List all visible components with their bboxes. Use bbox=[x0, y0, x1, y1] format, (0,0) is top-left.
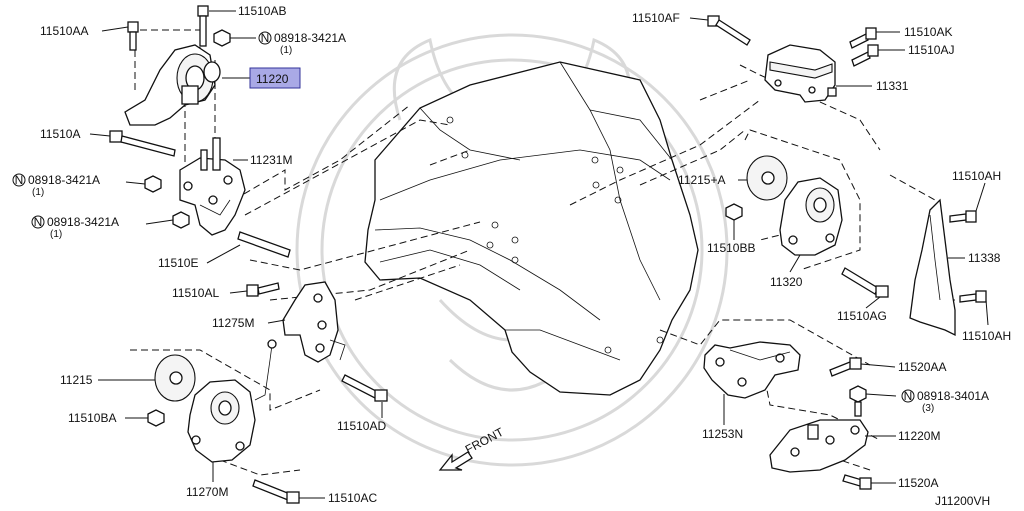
mount-11320 bbox=[779, 177, 843, 256]
label-11215a: 11215+A bbox=[678, 173, 726, 187]
bracket-11231m bbox=[179, 137, 246, 236]
insulator-11215a bbox=[746, 155, 788, 201]
bolt-11510ah-top bbox=[949, 210, 977, 223]
bolt-11510ad bbox=[341, 374, 388, 402]
engine-block bbox=[364, 61, 699, 396]
bracket-11220m bbox=[769, 419, 869, 473]
label-08918-3401a: 08918-3401A bbox=[917, 389, 989, 403]
n-badge: N bbox=[15, 173, 24, 187]
nut-11510ba bbox=[147, 409, 165, 427]
label-11331: 11331 bbox=[876, 79, 909, 93]
bracket-11275m bbox=[282, 281, 346, 363]
diagram-id: J11200VH bbox=[935, 494, 990, 508]
label-11520a: 11520A bbox=[898, 476, 938, 490]
bolt-11510aa bbox=[127, 21, 139, 51]
bolt-11520aa bbox=[829, 357, 862, 377]
bolt-11510aj bbox=[851, 44, 879, 67]
bolt-11520a bbox=[842, 474, 872, 490]
bolt-11510al bbox=[246, 282, 280, 297]
bracket-11253n bbox=[703, 341, 801, 399]
label-08918-3421a-top: 08918-3421A bbox=[274, 31, 346, 45]
nut-08918-mid bbox=[144, 175, 162, 193]
nut-08918-3401a bbox=[849, 385, 867, 417]
nut-08918-low bbox=[172, 211, 190, 229]
qty-08918-3401a: (3) bbox=[922, 403, 934, 414]
label-11510ab: 11510AB bbox=[238, 4, 287, 18]
label-11270m: 11270M bbox=[186, 485, 228, 499]
cover-11338 bbox=[909, 198, 956, 337]
label-11510ad: 11510AD bbox=[337, 419, 386, 433]
engine-mount-11220 bbox=[124, 44, 221, 126]
part-labels: 11510AA 11510AB 08918-3421A (1) 11220 11… bbox=[28, 4, 1011, 508]
label-11510e: 11510E bbox=[158, 256, 198, 270]
bolt-11510af bbox=[707, 15, 751, 46]
bolt-11510ac bbox=[252, 479, 300, 504]
n-badge: N bbox=[34, 215, 43, 229]
qty-08918-3421a-top: (1) bbox=[280, 45, 292, 56]
bolt-11510a bbox=[109, 130, 176, 157]
label-11510a: 11510A bbox=[40, 127, 80, 141]
label-11320: 11320 bbox=[770, 275, 803, 289]
label-11220m: 11220M bbox=[898, 429, 940, 443]
n-badge: N bbox=[261, 31, 270, 45]
n-badge: N bbox=[904, 389, 913, 403]
bolt-11510ah-bot bbox=[959, 290, 987, 303]
label-11510ac: 11510AC bbox=[328, 491, 377, 505]
label-11510aj: 11510AJ bbox=[908, 43, 954, 57]
bracket-11331 bbox=[764, 44, 837, 103]
front-arrow bbox=[438, 451, 473, 471]
n-badges: N N N N bbox=[12, 31, 915, 403]
highlight-box-11220 bbox=[249, 67, 301, 89]
label-11275m: 11275M bbox=[212, 316, 254, 330]
label-11510af: 11510AF bbox=[632, 11, 680, 25]
label-11215: 11215 bbox=[60, 373, 93, 387]
label-11510ah-top: 11510AH bbox=[952, 169, 1001, 183]
nut-08918-top bbox=[213, 29, 231, 47]
label-11510ak: 11510AK bbox=[904, 25, 953, 39]
leader-lines bbox=[89, 10, 989, 499]
label-11510al: 11510AL bbox=[172, 286, 219, 300]
label-11510ag: 11510AG bbox=[837, 309, 887, 323]
label-11520aa: 11520AA bbox=[898, 360, 947, 374]
label-11510bb: 11510BB bbox=[707, 241, 756, 255]
nut-11510bb bbox=[725, 203, 743, 221]
bolt-11510ab bbox=[197, 5, 209, 47]
mount-11270m bbox=[187, 339, 277, 463]
label-11510aa: 11510AA bbox=[40, 24, 89, 38]
bolt-11510ag bbox=[841, 267, 889, 298]
bolt-11510ak bbox=[849, 27, 877, 49]
label-08918-3421a-low: 08918-3421A bbox=[47, 215, 119, 229]
qty-08918-3421a-mid: (1) bbox=[32, 187, 44, 198]
qty-08918-3421a-low: (1) bbox=[50, 229, 62, 240]
label-11510ba: 11510BA bbox=[68, 411, 117, 425]
label-11510ah-bot: 11510AH bbox=[962, 329, 1011, 343]
label-11220: 11220 bbox=[256, 72, 289, 86]
label-11231m: 11231M bbox=[250, 153, 292, 167]
stud-11510e bbox=[237, 231, 291, 258]
label-11253n: 11253N bbox=[702, 427, 743, 441]
label-08918-3421a-mid: 08918-3421A bbox=[28, 173, 100, 187]
label-11338: 11338 bbox=[968, 251, 1001, 265]
insulator-11215 bbox=[154, 354, 196, 402]
